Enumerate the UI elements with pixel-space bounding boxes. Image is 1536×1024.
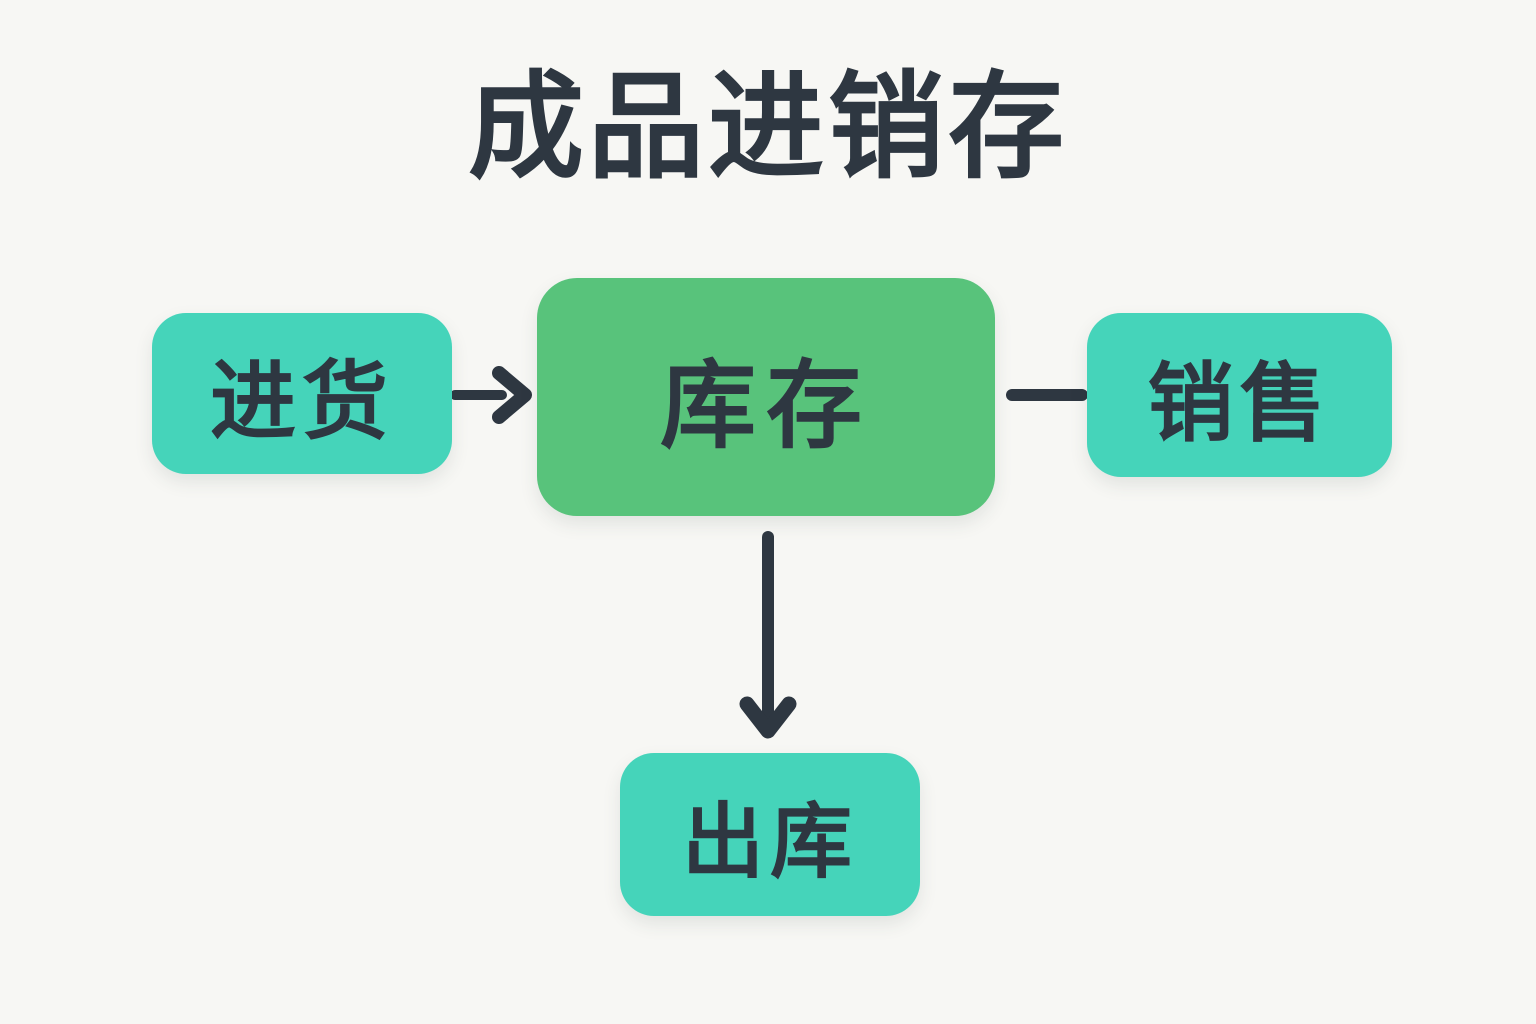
node-inventory-label: 库存 (660, 352, 872, 460)
node-sales: 销售 (1087, 313, 1392, 477)
arrow-down-icon (738, 530, 798, 742)
connector-line (1006, 389, 1088, 401)
node-inventory: 库存 (537, 278, 995, 516)
node-outbound: 出库 (620, 753, 920, 916)
arrow-right-icon (452, 360, 532, 430)
diagram-title: 成品进销存 (468, 62, 1068, 192)
node-outbound-label: 出库 (681, 797, 858, 888)
node-sales-label: 销售 (1147, 355, 1332, 452)
node-purchase: 进货 (152, 313, 452, 474)
node-purchase-label: 进货 (210, 354, 394, 450)
